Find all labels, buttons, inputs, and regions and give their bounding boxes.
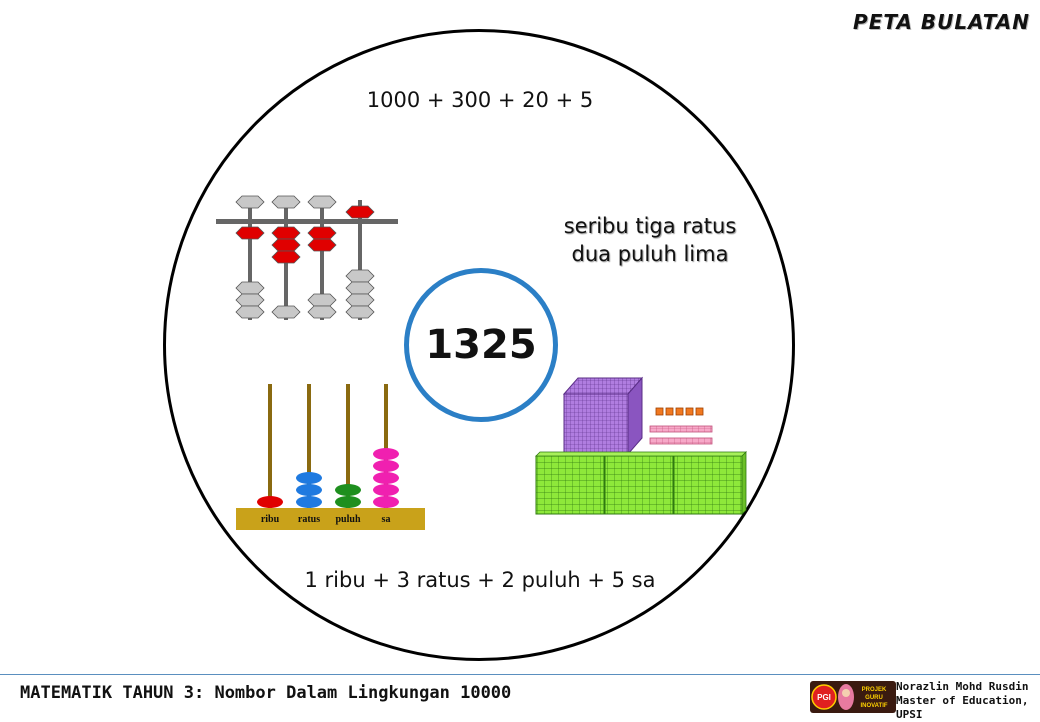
expanded-form-text: 1000 + 300 + 20 + 5 [330,88,630,112]
thousand-cube [564,378,642,454]
label-sa: sa [382,514,391,525]
words-line-1: seribu tiga ratus [530,212,770,240]
abacus-bead [373,484,399,496]
ten-rods [650,426,712,444]
abacus-bead [296,484,322,496]
soroban-earth-bead [272,227,300,239]
pgi-logo: PGI PROJEK GURU INOVATIF [810,681,896,713]
abacus-bead [257,496,283,508]
soroban-earth-bead [236,294,264,306]
base-ten-blocks [530,372,750,518]
label-ribu: ribu [261,514,280,525]
soroban-earth-bead [346,294,374,306]
soroban-heaven-bead [308,196,336,208]
soroban-earth-bead [308,227,336,239]
soroban-earth-bead [236,227,264,239]
soroban-earth-bead [346,306,374,318]
abacus-bead [373,448,399,460]
words-line-2: dua puluh lima [530,240,770,268]
abacus-bead [335,484,361,496]
soroban-earth-bead [308,239,336,251]
abacus-beads [257,448,399,508]
footer-author-block: Norazlin Mohd Rusdin Master of Education… [896,680,1040,722]
soroban-earth-bead [272,306,300,318]
hundred-flats [536,452,746,514]
logo-badge-text: PGI [817,693,831,702]
label-ratus: ratus [298,514,320,525]
soroban-earth-bead [236,282,264,294]
author-name: Norazlin Mohd Rusdin [896,680,1040,694]
place-value-words-text: 1 ribu + 3 ratus + 2 puluh + 5 sa [280,568,680,592]
number-in-words: seribu tiga ratus dua puluh lima [530,212,770,268]
soroban-earth-bead [346,270,374,282]
soroban-earth-bead [236,306,264,318]
soroban-beads [236,196,374,318]
abacus-bead [373,472,399,484]
unit-cubes [656,408,703,415]
soroban-beam [216,219,398,224]
soroban-earth-bead [308,306,336,318]
logo-text-1: PROJEK [862,687,887,693]
place-value-abacus: ribu ratus puluh sa [232,382,428,532]
abacus-bead [335,496,361,508]
soroban-rods [250,200,360,320]
abacus-bead [373,496,399,508]
soroban-earth-bead [272,239,300,251]
abacus-rods [268,384,388,510]
soroban-earth-bead [308,294,336,306]
soroban-heaven-bead [272,196,300,208]
footer-course-title: MATEMATIK TAHUN 3: Nombor Dalam Lingkung… [20,683,511,703]
abacus-bead [296,472,322,484]
abacus-bead [373,460,399,472]
soroban-earth-bead [272,251,300,263]
logo-text-3: INOVATIF [860,703,887,709]
label-puluh: puluh [335,514,360,525]
soroban-abacus [212,190,402,326]
soroban-earth-bead [346,282,374,294]
abacus-bead [296,496,322,508]
logo-text-2: GURU [865,695,883,701]
footer-divider [0,674,1040,675]
page-title: PETA BULATAN [853,10,1030,34]
soroban-heaven-bead [346,206,374,218]
author-affiliation: Master of Education, UPSI [896,694,1040,722]
soroban-heaven-bead [236,196,264,208]
